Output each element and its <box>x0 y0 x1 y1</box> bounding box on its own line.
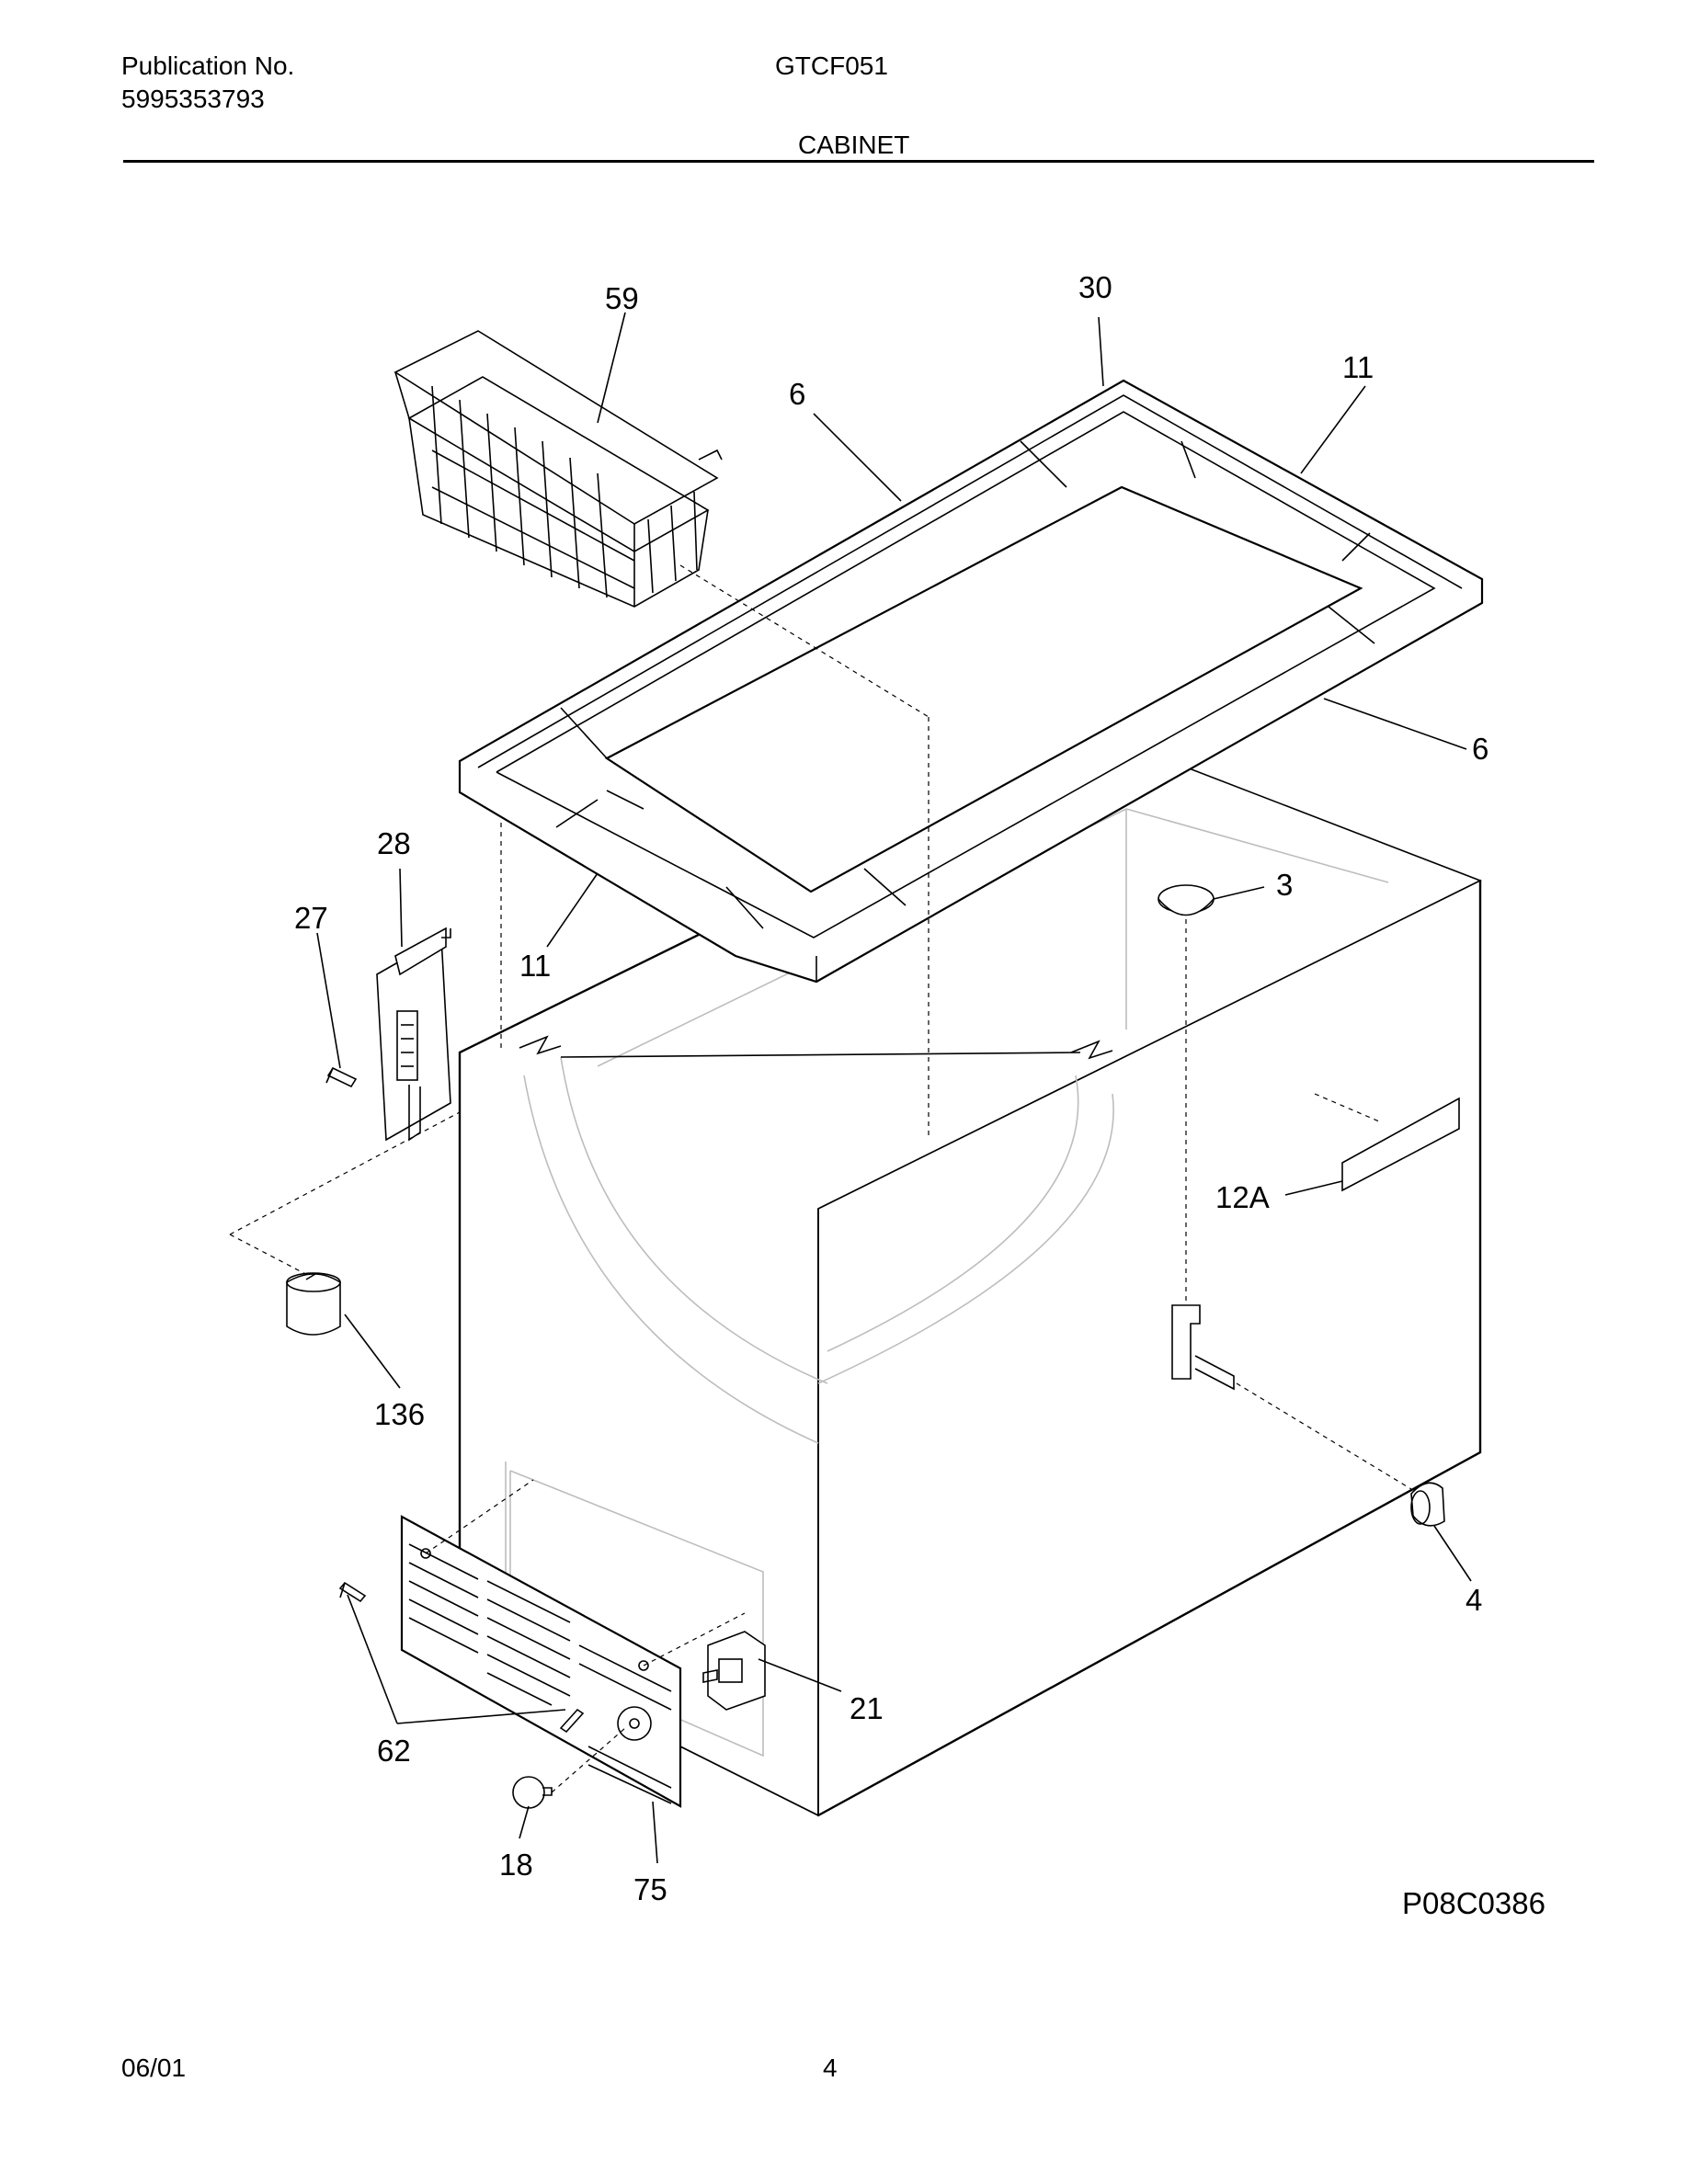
callout-30: 30 <box>1078 270 1112 304</box>
publication-label: Publication No. <box>121 51 295 80</box>
callout-62: 62 <box>377 1734 411 1768</box>
section-title: CABINET <box>798 131 910 159</box>
footer-date: 06/01 <box>121 2053 187 2082</box>
callout-18: 18 <box>499 1848 533 1882</box>
callout-11-right: 11 <box>1342 350 1374 384</box>
callout-12a: 12A <box>1215 1180 1270 1214</box>
callout-6-right: 6 <box>1472 732 1488 766</box>
callout-3: 3 <box>1276 868 1293 902</box>
figure-code: P08C0386 <box>1402 1886 1545 1920</box>
callout-4: 4 <box>1466 1583 1482 1617</box>
callout-75: 75 <box>633 1872 667 1906</box>
hinge-assembly <box>229 823 502 1336</box>
callout-27: 27 <box>294 901 328 935</box>
callout-11-left: 11 <box>519 949 551 983</box>
callout-21: 21 <box>850 1691 884 1725</box>
callout-6-left: 6 <box>789 377 805 411</box>
publication-number: 5995353793 <box>121 85 265 113</box>
grille-and-control <box>338 1479 766 1809</box>
drain-parts <box>1158 884 1460 1527</box>
wire-basket <box>393 330 930 1140</box>
callout-28: 28 <box>377 826 411 860</box>
callout-59: 59 <box>605 281 639 315</box>
callout-136: 136 <box>374 1397 425 1431</box>
header-rule <box>123 160 1594 163</box>
footer-page-number: 4 <box>823 2053 838 2082</box>
breaker-strip-frame <box>458 379 1484 984</box>
callout-leaders <box>316 312 1472 1864</box>
model-number: GTCF051 <box>775 51 888 80</box>
